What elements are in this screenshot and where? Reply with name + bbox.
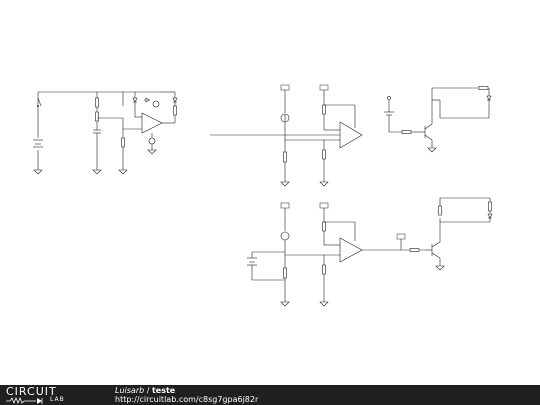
node-flag-1 — [280, 84, 290, 91]
ldr-2 — [280, 231, 290, 241]
resistor-r1 — [95, 97, 99, 108]
zener-d2 — [144, 97, 150, 103]
resistor-r12 — [438, 205, 442, 216]
transistor-q1 — [424, 123, 433, 141]
switch-sw1 — [36, 97, 42, 108]
circuit-1 — [33, 91, 178, 175]
opamp-u2 — [339, 121, 363, 149]
led-d3 — [172, 97, 178, 103]
voltage-source-v1 — [152, 100, 160, 108]
node-flag-4 — [280, 202, 290, 209]
battery-bat2 — [247, 257, 257, 266]
led-d4 — [486, 95, 492, 101]
voltage-source-v2 — [148, 137, 156, 145]
potentiometer-1 — [283, 151, 287, 163]
waveform-icon — [6, 397, 43, 404]
resistor-r3 — [121, 137, 125, 148]
footer-bar: CIRCUIT LAB Luisarb / teste http://circu… — [0, 385, 540, 405]
resistor-r11 — [409, 248, 420, 252]
capacitor-c1 — [93, 129, 101, 134]
opamp-u3 — [339, 237, 363, 263]
resistor-r8 — [478, 86, 489, 90]
transistor-q2 — [431, 241, 441, 259]
circuit-2 — [210, 84, 492, 187]
separator: / — [144, 386, 152, 395]
circuit-3 — [247, 197, 493, 307]
ground-symbol — [33, 168, 43, 175]
battery-bat1 — [33, 139, 43, 148]
author-line: Luisarb / teste — [115, 386, 175, 395]
schematic-canvas[interactable] — [0, 0, 540, 385]
resistor-r13 — [488, 201, 492, 212]
node-flag-6 — [396, 233, 406, 240]
resistor-r5 — [322, 104, 326, 115]
node-flag-2 — [319, 84, 329, 91]
node-flag-5 — [319, 202, 329, 209]
resistor-r2 — [95, 111, 99, 122]
circuit-url-link[interactable]: http://circuitlab.com/c8sg7gpa6j82r — [115, 395, 259, 404]
node-flag-3 — [387, 96, 391, 100]
opamp-u1 — [141, 112, 163, 134]
resistor-r6 — [322, 149, 326, 160]
led-d5 — [487, 213, 493, 219]
logo-wordmark-bottom: LAB — [50, 396, 65, 403]
resistor-r4 — [173, 105, 177, 116]
author-link[interactable]: Luisarb — [115, 386, 145, 395]
potentiometer-2 — [283, 267, 287, 279]
resistor-r7 — [401, 130, 412, 134]
circuit-title[interactable]: teste — [151, 386, 176, 395]
diode-d1 — [132, 97, 138, 103]
circuitlab-logo[interactable]: CIRCUIT LAB — [6, 386, 98, 404]
logo-wordmark-top: CIRCUIT — [6, 385, 57, 398]
resistor-r10 — [322, 264, 326, 275]
resistor-r9 — [322, 221, 326, 232]
